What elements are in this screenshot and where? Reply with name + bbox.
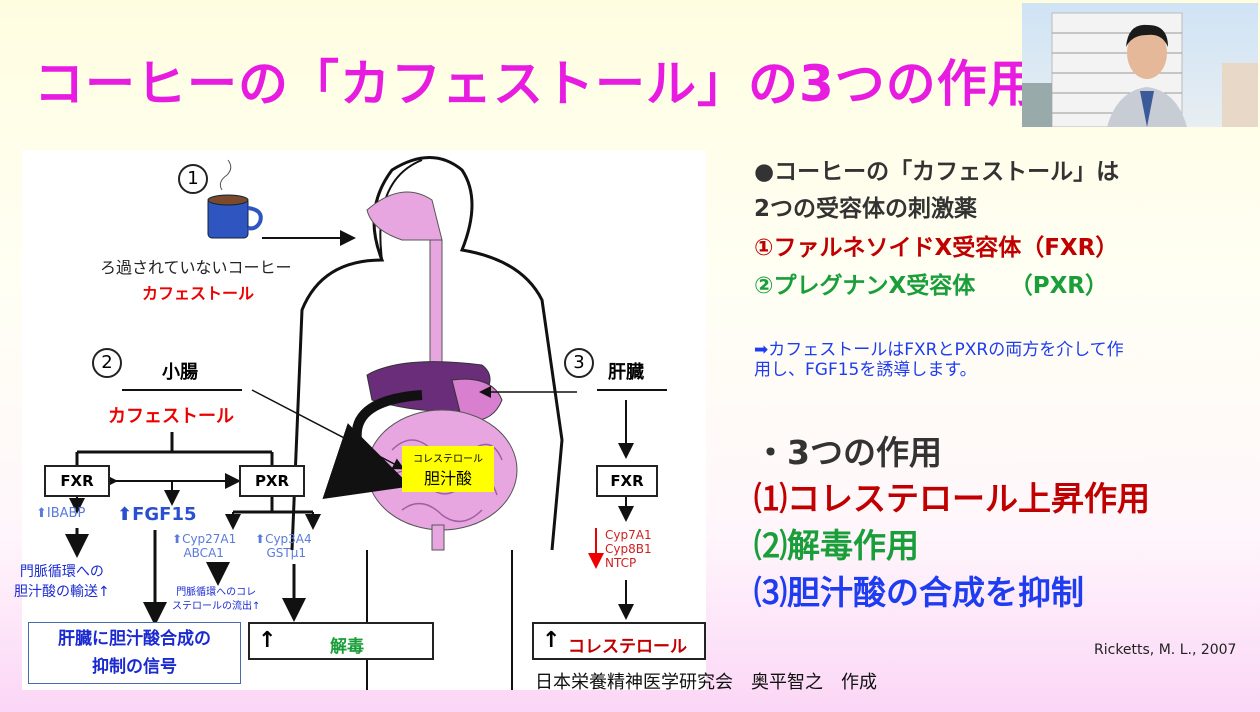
cafestol-intestine-label: カフェストール bbox=[108, 406, 234, 427]
cafestol-diagram: 1 ろ過されていないコーヒー カフェストール 2 小腸 カフェストール FXR … bbox=[14, 150, 706, 690]
effect-bile-suppression: ⑶胆汁酸の合成を抑制 bbox=[754, 573, 1084, 612]
step-1-badge: 1 bbox=[178, 164, 208, 194]
citation: Ricketts, M. L., 2007 bbox=[1094, 642, 1237, 658]
effect-detox: ⑵解毒作用 bbox=[754, 526, 919, 565]
cholesterol-box: ↑ コレステロール bbox=[532, 622, 706, 660]
portal-bile-transport-label: 門脈循環への 胆汁酸の輸送↑ bbox=[14, 564, 110, 600]
effect-cholesterol-raising: ⑴コレステロール上昇作用 bbox=[754, 479, 1150, 518]
liver-genes-label: Cyp7A1 Cyp8B1 NTCP bbox=[605, 528, 652, 570]
fgf15-text: FGF15 bbox=[132, 504, 197, 525]
bile-synthesis-suppression-signal-box: 肝臓に胆汁酸合成の 抑制の信号 bbox=[28, 622, 241, 684]
cafestol-label: カフェストール bbox=[142, 284, 255, 303]
ntcp-text: NTCP bbox=[605, 556, 637, 570]
detox-box: ↑ 解毒 bbox=[248, 622, 434, 660]
receptor-fxr: ①ファルネソイドX受容体（FXR） bbox=[754, 235, 1119, 261]
credit: 日本栄養精神医学研究会 奥平智之 作成 bbox=[535, 672, 877, 693]
effects-heading: ・3つの作用 bbox=[754, 433, 942, 472]
up-arrow-icon: ↑ bbox=[258, 628, 277, 653]
step-3-badge: 3 bbox=[564, 348, 594, 378]
abca1-text: ABCA1 bbox=[183, 546, 224, 560]
cholesterol-small-label: コレステロール bbox=[413, 454, 483, 465]
small-intestine-label: 小腸 bbox=[162, 362, 198, 383]
receptor-pxr: ②プレグナンX受容体 （PXR） bbox=[754, 273, 1109, 299]
right-line-2: 2つの受容体の刺激薬 bbox=[754, 196, 978, 222]
detox-label: 解毒 bbox=[330, 637, 364, 657]
step-2-badge: 2 bbox=[92, 348, 122, 378]
cyp7a1-text: Cyp7A1 bbox=[605, 528, 652, 542]
portal-cholesterol-efflux-label: 門脈循環へのコレ ステロールの流出↑ bbox=[172, 587, 261, 612]
presenter-image bbox=[1022, 12, 1258, 127]
ibabp-label: ⬆IBABP bbox=[36, 506, 86, 521]
cyp8b1-text: Cyp8B1 bbox=[605, 542, 652, 556]
fxr-box: FXR bbox=[44, 465, 110, 497]
cyp3a4-gst-label: ⬆Cyp3A4 GSTμ1 bbox=[255, 532, 312, 560]
body-illustration bbox=[65, 156, 667, 690]
fxr-liver-box: FXR bbox=[596, 465, 658, 497]
cyp3a4-text: Cyp3A4 bbox=[265, 532, 312, 546]
right-line-1: ●コーヒーの「カフェストール」は bbox=[754, 159, 1120, 185]
mechanism-note: ➡カフェストールはFXRとPXRの両方を介して作 用し、FGF15を誘導します。 bbox=[754, 340, 1124, 380]
cholesterol-bile-acid-label: コレステロール 胆汁酸 bbox=[402, 446, 494, 492]
bile-acid-label: 胆汁酸 bbox=[423, 469, 472, 488]
presenter-video bbox=[1022, 3, 1258, 127]
cyp27a1-text: Cyp27A1 bbox=[182, 532, 237, 546]
gst-text: GSTμ1 bbox=[266, 546, 306, 560]
slide-title: コーヒーの「カフェストール」の3つの作用 bbox=[34, 55, 1039, 113]
cyp27a1-abca1-label: ⬆Cyp27A1 ABCA1 bbox=[172, 532, 237, 560]
unfiltered-coffee-label: ろ過されていないコーヒー bbox=[100, 258, 292, 277]
cholesterol-label: コレステロール bbox=[568, 637, 687, 657]
pxr-box: PXR bbox=[239, 465, 305, 497]
fgf15-label: ⬆FGF15 bbox=[117, 504, 197, 525]
ibabp-text: IBABP bbox=[46, 506, 86, 521]
liver-label: 肝臓 bbox=[608, 362, 644, 383]
up-arrow-icon: ↑ bbox=[542, 628, 561, 653]
